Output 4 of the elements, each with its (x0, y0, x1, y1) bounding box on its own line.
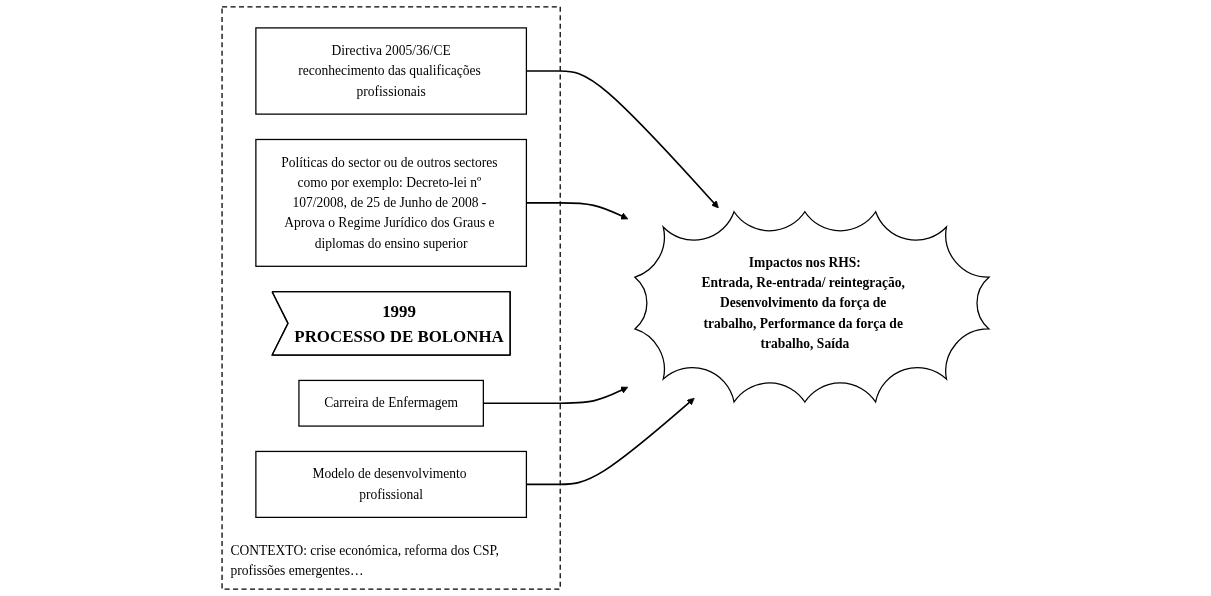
node-box: Modelo de desenvolvimento profissional (255, 450, 528, 518)
node-box: Carreira de Enfermagem (298, 379, 484, 427)
node-box: Directiva 2005/36/CE reconhecimento das qualificações profissionais (255, 27, 528, 115)
node-box: Políticas do sector ou de outros sectores como por exemplo: Decreto-lei nº 107/2008, de 25 de Junho de 2008 - Aprova o Regime Jurídico dos Graus e diplomas do ensino superior (255, 138, 528, 267)
